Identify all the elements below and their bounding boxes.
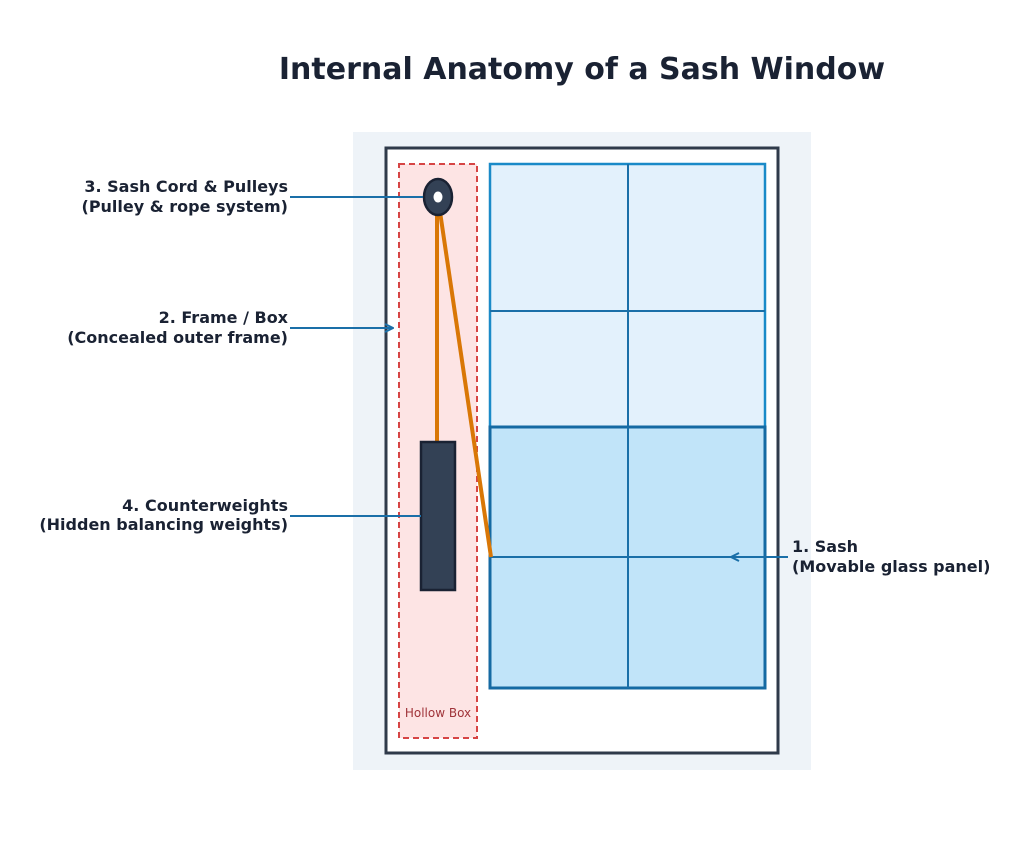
callout-sash-subtitle: (Movable glass panel) [792,557,990,576]
callout-frame-box-title: 2. Frame / Box [159,308,289,327]
callout-frame-box-subtitle: (Concealed outer frame) [67,328,288,347]
callout-sash: 1. Sash (Movable glass panel) [731,537,990,576]
callout-sash-cord: 3. Sash Cord & Pulleys (Pulley & rope sy… [82,177,423,216]
callout-frame-box: 2. Frame / Box (Concealed outer frame) [67,308,393,347]
callout-counterweights: 4. Counterweights (Hidden balancing weig… [39,496,421,534]
callout-sash-title: 1. Sash [792,537,858,556]
callout-counterweights-subtitle: (Hidden balancing weights) [39,515,288,534]
counterweight [419,440,457,592]
sash-cord-to-sash [437,204,493,558]
pulley-icon [422,177,454,217]
hollow-box-label: Hollow Box [405,706,471,720]
callout-sash-cord-title: 3. Sash Cord & Pulleys [84,177,288,196]
callout-counterweights-title: 4. Counterweights [122,496,288,515]
upper-sash [488,162,767,430]
callout-sash-cord-subtitle: (Pulley & rope system) [82,197,289,216]
lower-sash [488,425,767,690]
page-title: Internal Anatomy of a Sash Window [278,52,886,87]
